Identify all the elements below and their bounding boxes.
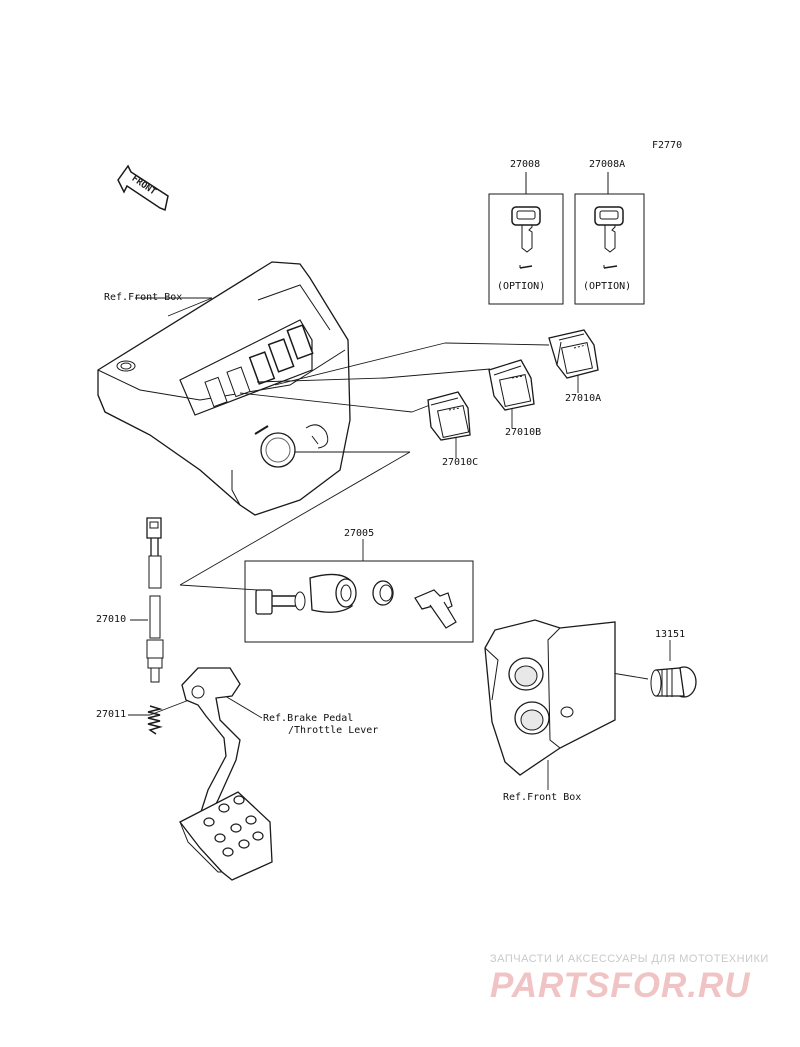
part-label-27008a: 27008A: [589, 159, 626, 170]
brake-switch-27010: [147, 518, 163, 682]
ref-brake-pedal: Ref.Brake Pedal: [263, 713, 354, 724]
part-label-27005: 27005: [344, 528, 375, 539]
switch-27010b: [489, 360, 534, 410]
cap-13151: [651, 667, 696, 697]
front-arrow-icon: FRONT: [118, 166, 168, 210]
option-label-27008: (OPTION): [497, 281, 546, 292]
spring-27011: [148, 706, 160, 734]
ref-throttle-lever: /Throttle Lever: [288, 725, 379, 736]
ref-front-box-top: Ref.Front Box: [104, 292, 183, 303]
part-label-27010: 27010: [96, 614, 127, 625]
watermark-brand: PARTSFOR.RU: [490, 966, 751, 1005]
part-label-27010b: 27010B: [505, 427, 542, 438]
key-27008a-box: [575, 172, 644, 304]
switch-27010c: [428, 392, 470, 440]
part-label-27011: 27011: [96, 709, 127, 720]
switch-27010a: [549, 330, 598, 378]
part-label-27008: 27008: [510, 159, 541, 170]
ref-front-box-bottom: Ref.Front Box: [503, 792, 582, 803]
key-27008-box: [489, 172, 563, 304]
part-label-27010a: 27010A: [565, 393, 602, 404]
option-label-27008a: (OPTION): [583, 281, 632, 292]
part-label-13151: 13151: [655, 629, 686, 640]
ignition-switch-27005: [245, 561, 473, 642]
figure-id: F2770: [652, 140, 683, 151]
lower-front-box: [485, 620, 615, 775]
brake-pedal: [180, 668, 272, 880]
watermark-tagline: ЗАПЧАСТИ И АКСЕССУАРЫ ДЛЯ МОТОТЕХНИКИ: [490, 953, 769, 965]
front-box-panel: [98, 262, 350, 515]
part-label-27010c: 27010C: [442, 457, 479, 468]
